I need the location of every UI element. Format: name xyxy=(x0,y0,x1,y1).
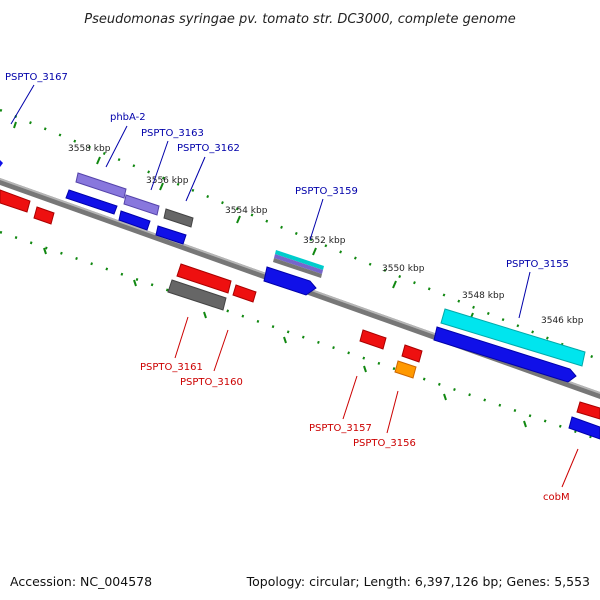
leader-line xyxy=(185,156,206,202)
minor-tick xyxy=(443,393,447,401)
PSPTO_3155-feature[interactable] xyxy=(440,308,586,367)
PSPTO_3163-feature[interactable] xyxy=(123,194,160,216)
gene-arrow[interactable] xyxy=(433,326,577,383)
PSPTO_3160-feature[interactable] xyxy=(167,279,227,311)
major-tick xyxy=(312,247,317,256)
PSPTO_3157-arrow[interactable] xyxy=(359,329,387,350)
minor-tick xyxy=(523,420,527,428)
major-tick xyxy=(13,121,17,129)
tick-label: 3550 kbp xyxy=(382,264,425,274)
minor-tick xyxy=(203,311,207,319)
gene-arrow[interactable] xyxy=(568,416,600,440)
gene-label-PSPTO_3155[interactable]: PSPTO_3155 xyxy=(506,259,569,270)
leader-line xyxy=(174,316,189,359)
label-leaders xyxy=(10,84,579,488)
leader-line xyxy=(518,271,531,319)
gene-label-PSPTO_3157[interactable]: PSPTO_3157 xyxy=(309,423,372,434)
minor-tick xyxy=(43,247,47,255)
gene-label-PSPTO_3161[interactable]: PSPTO_3161 xyxy=(140,362,203,373)
PSPTO_3159-feature-b[interactable] xyxy=(274,254,323,274)
leader-line xyxy=(342,375,358,420)
leader-line xyxy=(105,125,128,168)
gene-arrow[interactable] xyxy=(33,206,55,225)
gene-arrow[interactable] xyxy=(263,266,317,296)
PSPTO_3156-feature[interactable] xyxy=(394,360,417,379)
tick-label: 3554 kbp xyxy=(225,206,268,216)
PSPTO_3162-feature[interactable] xyxy=(163,208,194,228)
gene-label-PSPTO_3159[interactable]: PSPTO_3159 xyxy=(295,186,358,197)
reverse-strand-features xyxy=(0,189,600,440)
tick-label: 3548 kbp xyxy=(462,291,505,301)
gene-label-PSPTO_3162[interactable]: PSPTO_3162 xyxy=(177,143,240,154)
tick-label: 3558 kbp xyxy=(68,144,111,154)
minor-tick xyxy=(133,279,137,287)
leader-line xyxy=(561,448,579,488)
leader-line xyxy=(213,329,229,372)
cobM-arrow[interactable] xyxy=(576,401,600,420)
gene-arrow[interactable] xyxy=(0,189,31,213)
minor-tick xyxy=(283,336,287,344)
gene-arrow[interactable] xyxy=(118,210,151,231)
phbA-2-feature[interactable] xyxy=(75,172,127,199)
major-tick xyxy=(392,280,397,289)
leader-line xyxy=(150,140,169,191)
gene-arrow[interactable] xyxy=(232,284,257,303)
gene-label-phbA-2[interactable]: phbA-2 xyxy=(110,112,146,123)
inner-tick-ring xyxy=(0,230,600,442)
major-tick xyxy=(96,156,101,165)
leader-line xyxy=(10,84,35,125)
PSPTO_3159-feature-c[interactable] xyxy=(273,258,322,278)
gene-arrow[interactable] xyxy=(401,344,423,363)
leader-line xyxy=(309,198,324,241)
gene-label-cobM[interactable]: cobM xyxy=(543,492,570,503)
tick-labels: 3558 kbp 3556 kbp 3554 kbp 3552 kbp 3550… xyxy=(68,144,584,326)
minor-tick xyxy=(363,365,367,373)
tick-label: 3552 kbp xyxy=(303,236,346,246)
gene-label-PSPTO_3163[interactable]: PSPTO_3163 xyxy=(141,128,204,139)
PSPTO_3159-feature[interactable] xyxy=(275,250,324,270)
gene-arrow[interactable] xyxy=(155,225,187,245)
map-title: Pseudomonas syringae pv. tomato str. DC3… xyxy=(84,12,516,27)
gene-labels: PSPTO_3167 phbA-2 PSPTO_3163 PSPTO_3162 … xyxy=(5,72,570,503)
tick-label: 3556 kbp xyxy=(146,176,189,186)
forward-strand-features xyxy=(0,160,586,383)
genome-summary-text: Topology: circular; Length: 6,397,126 bp… xyxy=(246,574,590,589)
leader-line xyxy=(386,390,399,434)
gene-label-PSPTO_3156[interactable]: PSPTO_3156 xyxy=(353,438,416,449)
PSPTO_3161-arrow[interactable] xyxy=(176,263,232,294)
inner-tick-dots xyxy=(0,230,600,442)
gene-arrow[interactable] xyxy=(0,160,3,167)
major-tick xyxy=(159,182,164,191)
gene-arrow[interactable] xyxy=(65,189,118,215)
major-tick xyxy=(236,215,241,224)
accession-text: Accession: NC_004578 xyxy=(10,574,152,589)
gene-label-PSPTO_3160[interactable]: PSPTO_3160 xyxy=(180,377,243,388)
tick-label: 3546 kbp xyxy=(541,316,584,326)
gene-label-PSPTO_3167[interactable]: PSPTO_3167 xyxy=(5,72,68,83)
